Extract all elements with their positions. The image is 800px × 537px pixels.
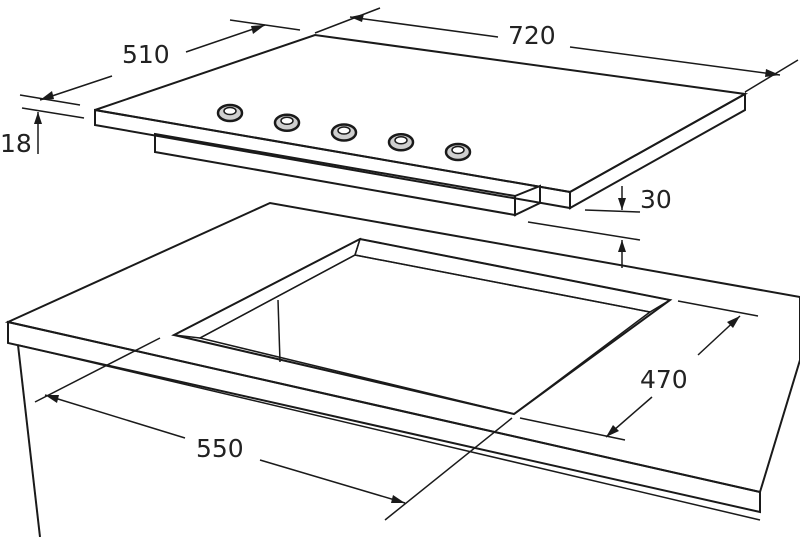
- cabinet-front-bottom: [17, 344, 761, 521]
- cutout: [171, 237, 673, 416]
- hob: [94, 33, 749, 217]
- label-hob-width: 720: [508, 21, 556, 50]
- dimension-hob-thickness: 18: [0, 107, 85, 158]
- burner-knob-icon: [444, 142, 472, 162]
- label-cutout-width: 550: [196, 434, 244, 463]
- label-cutout-depth: 470: [640, 365, 688, 394]
- dimension-cutout-depth: 470: [519, 300, 759, 441]
- burners: [216, 103, 472, 162]
- label-hob-depth: 510: [122, 40, 170, 69]
- burner-knob-icon: [387, 133, 415, 152]
- burner-knob-icon: [330, 123, 358, 142]
- label-under-clearance: 30: [640, 185, 672, 214]
- dimension-cutout-width: 550: [34, 337, 513, 521]
- cabinet-front-left: [17, 344, 41, 537]
- cutout-floor: [197, 254, 652, 415]
- burner-knob-icon: [273, 113, 301, 132]
- dimension-hob-width: 720: [314, 7, 799, 93]
- cutout-rim: [171, 237, 673, 416]
- burner-knob-icon: [216, 103, 244, 123]
- cutout-inner-edge: [277, 299, 281, 363]
- countertop-surface: [4, 201, 800, 494]
- label-hob-thickness: 18: [0, 129, 32, 158]
- countertop-front-edge: [7, 320, 761, 514]
- dimension-under-clearance: 30: [527, 185, 672, 268]
- countertop: [4, 201, 800, 537]
- hob-top-surface: [94, 33, 749, 194]
- cutout-left-wall: [171, 237, 362, 339]
- dimension-hob-depth: 510: [19, 19, 301, 106]
